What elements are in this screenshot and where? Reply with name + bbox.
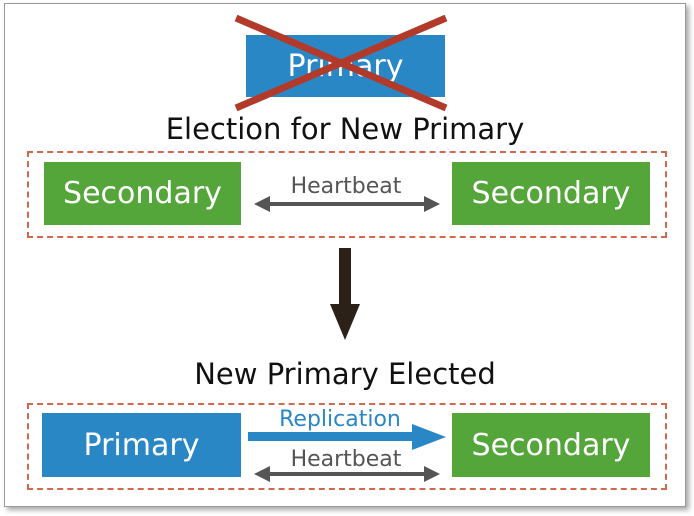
election-heading: Election for New Primary	[165, 112, 525, 146]
elected-heartbeat-arrow-left-head	[254, 466, 270, 482]
new-primary-node: Primary	[42, 413, 241, 477]
election-heartbeat-label: Heartbeat	[290, 174, 402, 199]
election-right-secondary-node: Secondary	[452, 162, 650, 225]
election-heartbeat-arrow-right-head	[424, 196, 440, 212]
replication-arrow-head	[412, 424, 446, 450]
elected-secondary-node: Secondary	[452, 413, 650, 477]
elected-heartbeat-label: Heartbeat	[290, 447, 402, 472]
transition-arrow-head	[330, 304, 360, 340]
election-group	[27, 151, 667, 238]
elected-heartbeat-arrow-right-head	[424, 466, 440, 482]
cross-line-b	[234, 14, 448, 112]
elected-secondary-label: Secondary	[471, 427, 631, 463]
election-left-secondary-node: Secondary	[44, 162, 241, 225]
replication-arrow-shaft	[248, 432, 418, 441]
replication-label: Replication	[279, 407, 401, 432]
election-left-secondary-label: Secondary	[63, 176, 222, 211]
elected-heading: New Primary Elected	[194, 357, 496, 391]
elected-group	[27, 403, 667, 490]
election-right-secondary-label: Secondary	[471, 176, 631, 211]
election-heartbeat-arrow-left-head	[254, 196, 270, 212]
transition-arrow-shaft	[339, 248, 351, 306]
new-primary-label: Primary	[83, 427, 200, 463]
